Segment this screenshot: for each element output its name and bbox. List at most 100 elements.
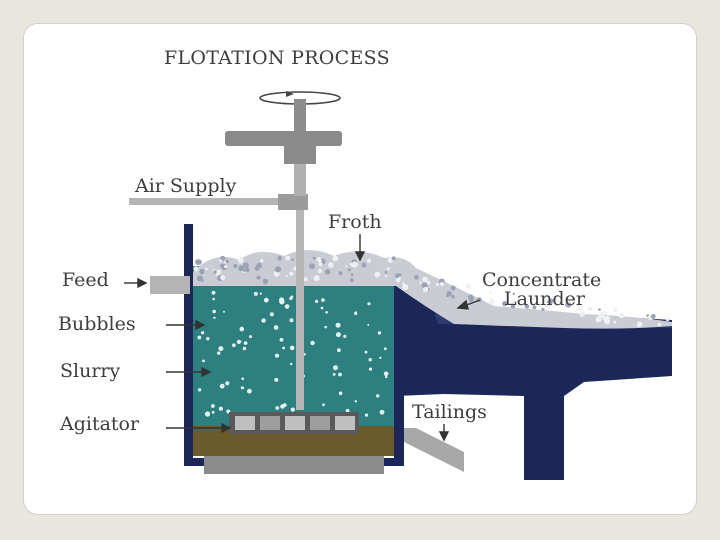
bubble [273, 325, 279, 330]
froth-texture [193, 255, 670, 327]
bubble [367, 302, 371, 306]
arrow-feed-icon [124, 277, 148, 289]
bubble [367, 323, 370, 326]
froth-bubble [450, 285, 456, 291]
label-agitator: Agitator [59, 413, 140, 435]
bubble [274, 377, 279, 382]
froth-bubble [465, 283, 472, 290]
bubble [197, 335, 202, 340]
froth-bubble [350, 273, 354, 276]
froth-bubble [541, 307, 545, 311]
froth-bubble [312, 256, 316, 260]
froth-bubble [414, 275, 419, 280]
bubble [240, 386, 244, 390]
label-tailings: Tailings [412, 401, 487, 423]
bubble [335, 322, 341, 328]
bubble [212, 297, 215, 301]
froth-bubble [402, 284, 409, 291]
label-launder: Launder [504, 288, 586, 310]
bubble [343, 334, 347, 338]
arrow-bubbles-icon [166, 319, 206, 331]
froth-bubble [196, 275, 203, 282]
froth-bubble [347, 268, 351, 272]
froth-bubble [318, 260, 321, 263]
bubble [223, 310, 225, 313]
bubble [269, 312, 274, 317]
froth-bubble [225, 259, 229, 264]
bubble [354, 311, 358, 316]
bubble [289, 345, 295, 351]
froth-bubble [423, 286, 429, 293]
bubble [201, 331, 205, 335]
froth-bubble [317, 269, 322, 274]
slide: FLOTATION PROCESS Air Supply [24, 24, 696, 514]
tank-base [204, 456, 384, 474]
froth-bubble [517, 303, 522, 308]
arrow-agitator-icon [166, 422, 232, 434]
label-froth: Froth [328, 211, 382, 233]
froth-bubble [345, 265, 348, 268]
bubble [333, 365, 338, 371]
froth-bubble [419, 281, 422, 285]
bubble [218, 406, 223, 411]
froth-bubble [313, 275, 320, 282]
froth-bubble [274, 266, 282, 273]
froth-bubble [386, 267, 390, 270]
bubble [197, 388, 202, 392]
bubble [338, 372, 342, 377]
froth-bubble [291, 258, 294, 261]
froth-bubble [502, 301, 508, 307]
bubble [383, 347, 387, 351]
arrow-concentrate-icon [456, 299, 481, 310]
bubble [282, 346, 285, 350]
bubble [206, 337, 210, 341]
bubble [354, 400, 357, 403]
froth-bubble [242, 262, 249, 269]
bubble [218, 346, 224, 352]
froth-bubble [488, 291, 492, 295]
bubble [242, 346, 247, 351]
bubble [320, 306, 324, 310]
bubble [338, 391, 343, 396]
bubble [253, 291, 258, 296]
bubble [239, 326, 245, 332]
bubble [279, 337, 284, 342]
froth-bubble [233, 263, 238, 269]
froth-bubble [260, 259, 264, 263]
bubble [379, 356, 382, 359]
bubble [332, 373, 336, 376]
bubble [249, 335, 252, 339]
bubble [247, 388, 252, 394]
arrow-froth-icon [354, 234, 366, 262]
bubble [225, 381, 230, 386]
bubble [385, 375, 388, 379]
feed-pipe [150, 276, 190, 294]
froth-bubble [219, 259, 223, 263]
bubble [289, 296, 293, 301]
froth-bubble [205, 267, 208, 271]
froth-bubble [613, 320, 617, 324]
froth-bubble [435, 283, 439, 287]
tailings-pipe [404, 428, 464, 472]
froth-bubble [489, 296, 492, 300]
bubble [379, 409, 385, 415]
label-feed: Feed [62, 269, 109, 291]
froth-bubble [402, 282, 405, 286]
bubble [211, 290, 216, 295]
bubble [325, 311, 328, 314]
froth-bubble [618, 312, 625, 319]
bubble [219, 383, 225, 389]
froth-bubble [238, 265, 245, 272]
froth-bubble [489, 299, 495, 305]
bubble [212, 309, 216, 314]
froth-bubble [524, 304, 530, 309]
froth-bubble [530, 294, 537, 301]
froth-bubble [328, 262, 334, 268]
froth-bubble [598, 308, 601, 311]
froth-bubble [324, 269, 331, 275]
froth-bubble [512, 292, 515, 295]
label-slurry: Slurry [60, 360, 120, 382]
bubble [289, 318, 294, 323]
froth-bubble [245, 267, 250, 273]
froth-bubble [510, 299, 517, 306]
